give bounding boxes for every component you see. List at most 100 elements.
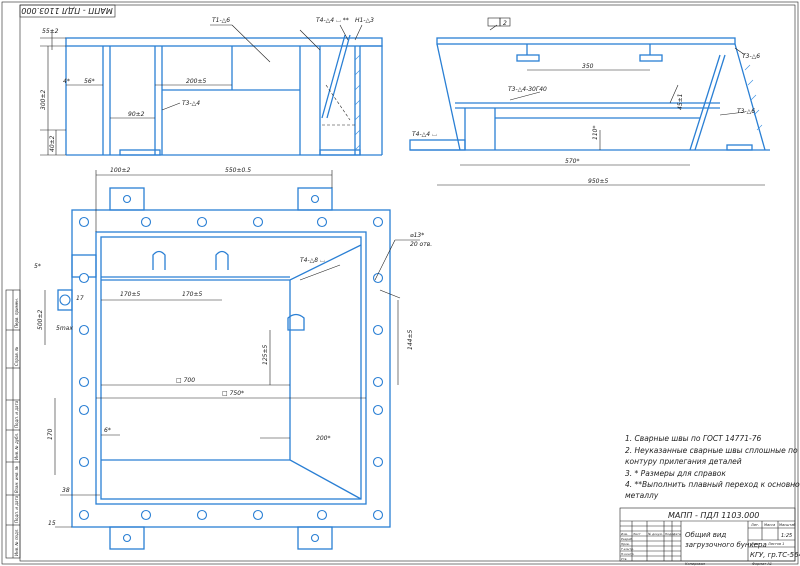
- bolt-hole: [196, 509, 208, 521]
- bolt-hole: [372, 509, 384, 521]
- dim-v3-holes: ⌀13*: [410, 232, 424, 239]
- side-strip: Перв. примен. Справ. № Подп. и дата Инв.…: [5, 289, 21, 559]
- bolt-hole: [78, 404, 90, 416]
- dim-v3-170c: 170: [47, 428, 54, 440]
- note-6: металлу: [625, 491, 659, 500]
- dim-v3-200: 200*: [316, 435, 330, 442]
- bolt-hole: [78, 376, 90, 388]
- drawing-title: Общий вид: [685, 531, 726, 539]
- dim-v1-200: 200±5: [186, 78, 206, 85]
- side-label-4: Взам. инв. №: [14, 466, 19, 493]
- dim-v3-144: 144±5: [407, 330, 414, 350]
- note-2: 2. Неуказанные сварные швы сплошные по: [625, 446, 798, 455]
- dim-v2-350: 350: [582, 63, 594, 70]
- weld-v1-4: Н1-△3: [355, 17, 374, 24]
- revision-label-0: Изм.: [621, 532, 628, 536]
- dim-v3-5: 5*: [34, 263, 41, 270]
- dim-v3-170b: 170±5: [182, 291, 202, 298]
- note-5: 4. **Выполнить плавный переход к основно…: [625, 480, 800, 489]
- bolt-hole: [372, 272, 384, 284]
- plan-bolt-holes: [59, 194, 384, 543]
- title-block: МАПП - ПДЛ 1103.000 Общий вид загрузочно…: [619, 507, 800, 566]
- side-label-1: Справ. №: [14, 347, 19, 366]
- dim-v1-40: 40±2: [49, 135, 56, 152]
- side-label-5: Подп. и дата: [14, 495, 19, 523]
- mass-label: Масса: [764, 523, 775, 527]
- dim-v3-125: 125±5: [262, 345, 269, 365]
- bolt-hole: [140, 509, 152, 521]
- tab-hole: [310, 194, 320, 204]
- dim-v1-90: 90±2: [128, 111, 145, 118]
- weld-v1-2: Т3-△4: [182, 100, 200, 107]
- lug-hole: [59, 294, 71, 306]
- bolt-hole: [372, 216, 384, 228]
- side-label-0: Перв. примен.: [14, 298, 19, 328]
- role-label-3: Н.контр.: [621, 552, 634, 556]
- bolt-hole: [78, 324, 90, 336]
- bolt-hole: [78, 216, 90, 228]
- sheets-label: Листов 1: [767, 542, 784, 546]
- side-elevation-view: 2 350 Т3-△6 Т3-△4-30Г40 45±1 110* 570* 9…: [409, 17, 770, 186]
- revision-label-3: Подп.: [665, 532, 674, 536]
- dim-v2-950: 950±5: [588, 178, 608, 185]
- dim-v3-38: 38: [62, 487, 70, 494]
- weld-v3: Т4-△8 ⌴: [300, 257, 325, 264]
- weld-v1-3: Т4-△4 ⌴ **: [316, 17, 349, 24]
- dim-v3-700: □ 700: [176, 377, 195, 384]
- lit-label: Лит.: [750, 523, 759, 527]
- front-elevation-view: 55±2 300±2 40±2 4* 56* 200±5 90±2 Т1-△6 …: [40, 17, 383, 156]
- dim-v3-17: 17: [76, 295, 84, 302]
- bolt-hole: [316, 509, 328, 521]
- dim-v3-750: □ 750*: [222, 390, 244, 397]
- scale-label: Масштаб: [779, 523, 796, 527]
- weld-v1-1: Т1-△6: [212, 17, 230, 24]
- bolt-hole: [372, 404, 384, 416]
- revision-label-2: № докум.: [647, 532, 663, 536]
- dim-v3-170a: 170±5: [120, 291, 140, 298]
- rotated-stamp: МАПП - ПДЛ 1103.000: [21, 6, 112, 15]
- stamp-main: МАПП - ПДЛ 1103.000: [668, 511, 759, 520]
- dim-v3-15: 15: [48, 520, 56, 527]
- dim-v3-500: 500±2: [37, 310, 44, 330]
- note-1: 1. Сварные швы по ГОСТ 14771-76: [625, 434, 761, 443]
- plan-dims: 100±2 550±0.5 ⌀13* 20 отв. Т4-△8 ⌴ 500±2…: [34, 167, 432, 528]
- role-label-4: Утв.: [621, 557, 627, 561]
- weld-v2-2: Т3-△4-30Г40: [508, 86, 547, 93]
- side-label-2: Подп. и дата: [14, 400, 19, 428]
- role-label-1: Пров.: [621, 542, 630, 546]
- revision-label-4: Дата: [672, 532, 681, 536]
- bolt-hole: [372, 456, 384, 468]
- bolt-hole: [372, 324, 384, 336]
- dim-v3-6: 6*: [104, 427, 111, 434]
- side-label-6: Инв. № подл.: [14, 528, 19, 556]
- role-label-0: Разраб.: [621, 537, 633, 541]
- format-label: Формат A1: [752, 562, 772, 566]
- bolt-hole: [372, 376, 384, 388]
- inner-frame: [19, 4, 796, 562]
- dim-v3-550: 550±0.5: [225, 167, 251, 174]
- bolt-hole: [196, 216, 208, 228]
- weld-v2-4: Т3-△6: [737, 108, 755, 115]
- tab-hole: [122, 194, 132, 204]
- role-label-2: Т.контр.: [621, 547, 634, 551]
- bolt-hole: [140, 216, 152, 228]
- tab-hole: [122, 533, 132, 543]
- dim-v3-holes2: 20 отв.: [410, 241, 432, 248]
- plan-view: [57, 187, 391, 550]
- tab-hole: [310, 533, 320, 543]
- note-3: контуру прилегания деталей: [625, 457, 742, 466]
- bolt-hole: [78, 456, 90, 468]
- bolt-hole: [252, 509, 264, 521]
- flatness-mark: 2: [503, 20, 507, 27]
- dim-v2-45: 45±1: [677, 94, 684, 110]
- drawing-subtitle: загрузочного бункера: [685, 541, 767, 549]
- scale-value: 1:25: [781, 533, 792, 539]
- dim-v1-56: 56*: [84, 78, 95, 85]
- dim-v3-100: 100±2: [110, 167, 130, 174]
- dim-v1-300: 300±2: [40, 90, 47, 110]
- side-label-3: Инв. № дубл.: [14, 433, 19, 460]
- technical-notes: 1. Сварные швы по ГОСТ 14771-76 2. Неука…: [625, 434, 800, 500]
- dim-v2-110: 110*: [592, 126, 599, 140]
